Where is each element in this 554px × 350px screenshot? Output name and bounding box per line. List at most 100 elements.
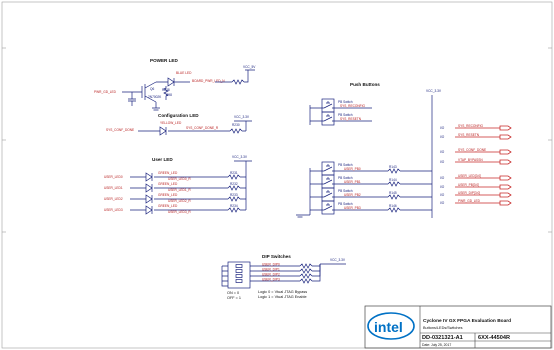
config-led-diode xyxy=(159,126,167,136)
push-button-net: USER_PB2 xyxy=(344,193,361,197)
port-net: USER_LED[3:0] xyxy=(458,174,481,178)
user-led-r-label: R232 xyxy=(230,182,238,186)
power-led-vcc-wire xyxy=(245,69,255,80)
push-button-switch xyxy=(320,101,336,109)
power-led-res-wire xyxy=(244,80,249,83)
port-arrow xyxy=(499,125,512,131)
dip-switch-toggle xyxy=(235,274,243,278)
user-led-diode-label: GREEN_LED xyxy=(158,182,178,186)
power-led-diode xyxy=(167,77,175,87)
port-net: SYS_CONF_DONE xyxy=(458,148,486,152)
push-button-net: USER_PB3 xyxy=(344,206,361,210)
user-led-out-net: USER_LED2_R xyxy=(168,199,191,203)
push-button-switch-body xyxy=(321,187,335,202)
push-button-switch-label: PB Switch xyxy=(338,100,353,104)
dip-switch-toggle xyxy=(235,279,243,283)
port-arrow xyxy=(499,192,512,198)
power-led-pullup xyxy=(163,86,169,100)
push-button-switch-label: PB Switch xyxy=(338,189,353,193)
dip-switch-net: USER_DIP2 xyxy=(262,273,280,277)
user-led-resistor xyxy=(227,207,241,213)
push-buttons-user-bus xyxy=(296,168,311,218)
push-button-net: USER_PB0 xyxy=(344,167,361,171)
user-led-diode xyxy=(145,183,153,193)
dip-switch-net: USER_DIP0 xyxy=(262,263,280,267)
config-led-section: Configuration LED VCC_3.3V SYS_CONF_DONE… xyxy=(106,113,252,136)
port-arrow xyxy=(499,200,512,206)
user-led-diode xyxy=(145,172,153,182)
power-led-input-net: PWR_GD_LED xyxy=(94,90,117,94)
port-arrow xyxy=(499,175,512,181)
user-led-out-net: USER_LED3_R xyxy=(168,210,191,214)
port-net: PWR_GD_LED xyxy=(458,199,481,203)
push-button-switch-label: PB Switch xyxy=(338,176,353,180)
config-led-vcc-wire xyxy=(234,120,252,131)
intel-logo-swoosh xyxy=(367,312,415,340)
dip-switch-row: USER_DIP3 xyxy=(222,264,321,284)
push-button-resistor xyxy=(387,181,401,187)
push-button-switch xyxy=(320,164,336,172)
user-led-out-net: USER_LED1_R xyxy=(168,188,191,192)
push-button-r-label: R145 xyxy=(389,191,397,195)
port-net: SYS_RECONFIG xyxy=(458,124,483,128)
port-net: SYS_RESETN xyxy=(458,133,480,137)
power-led-c-label: C98 xyxy=(166,93,172,97)
dip-switch-wire xyxy=(222,264,321,282)
user-led-vcc-bus xyxy=(234,160,252,210)
port-row: I/O USER_PB[3:0] xyxy=(440,183,512,190)
user-led-resistor xyxy=(227,196,241,202)
user-led-vcc: VCC_3.3V xyxy=(232,155,248,159)
config-led-resistor xyxy=(229,128,243,134)
user-led-in-net: USER_LED0 xyxy=(104,175,123,179)
dip-switch-left-bus xyxy=(221,266,228,287)
port-arrow xyxy=(499,184,512,190)
dip-switch-toggle xyxy=(235,269,243,273)
port-pin: I/O xyxy=(440,150,445,154)
power-led-q: Q6 xyxy=(150,87,154,91)
intel-logo: intel xyxy=(374,319,403,335)
user-led-r-label: R231 xyxy=(230,171,238,175)
port-net: VTAP_BYPASSN xyxy=(458,158,483,162)
push-buttons-vcc: VCC_3.3V xyxy=(426,89,442,93)
push-button-switch xyxy=(320,203,336,211)
push-button-resistor xyxy=(387,194,401,200)
push-button-resistor xyxy=(387,168,401,174)
push-button-switch-label: PB Switch xyxy=(338,163,353,167)
user-led-diode-label: GREEN_LED xyxy=(158,204,178,208)
port-pin: I/O xyxy=(440,185,445,189)
user-led-diode-label: GREEN_LED xyxy=(158,171,178,175)
dip-switch-resistor xyxy=(299,273,313,279)
push-button-switch xyxy=(320,177,336,185)
user-led-r-label: R234 xyxy=(230,204,238,208)
user-led-row: USER_LED1 GREEN_LED USER_LED1_R R232 xyxy=(104,182,246,193)
title-block: intel Cyclone IV GX FPGA Evaluation Boar… xyxy=(364,305,552,349)
port-row: I/O VTAP_BYPASSN xyxy=(440,158,512,165)
port-net: USER_DIP[3:0] xyxy=(458,191,480,195)
user-led-in-net: USER_LED1 xyxy=(104,186,123,190)
port-net: USER_PB[3:0] xyxy=(458,183,479,187)
port-pin: I/O xyxy=(440,193,445,197)
port-pin: I/O xyxy=(440,160,445,164)
push-button-switch-body xyxy=(321,174,335,189)
push-button-resistor xyxy=(387,207,401,213)
port-arrow xyxy=(499,134,512,140)
dip-switch-resistor xyxy=(299,268,313,274)
config-led-out-net: SYS_CONF_DONE_R xyxy=(186,126,219,130)
push-button-net: USER_PB1 xyxy=(344,180,361,184)
power-led-resistor xyxy=(231,79,245,85)
config-led-in-net: SYS_CONF_DONE xyxy=(106,128,134,132)
push-button-net: SYS_RECONFIG xyxy=(340,104,365,108)
push-buttons-section: Push Buttons VCC_3.3V PB SwitchSYS_RECON… xyxy=(296,82,442,218)
title-block-sheet: 6XX-44504R xyxy=(478,335,510,341)
dip-switch-body xyxy=(227,261,251,289)
push-button-switch-body xyxy=(321,200,335,215)
port-row: I/O USER_DIP[3:0] xyxy=(440,191,512,198)
push-button-switch-body xyxy=(321,98,335,113)
config-led-diode-label: YELLOW_LED xyxy=(160,121,182,125)
